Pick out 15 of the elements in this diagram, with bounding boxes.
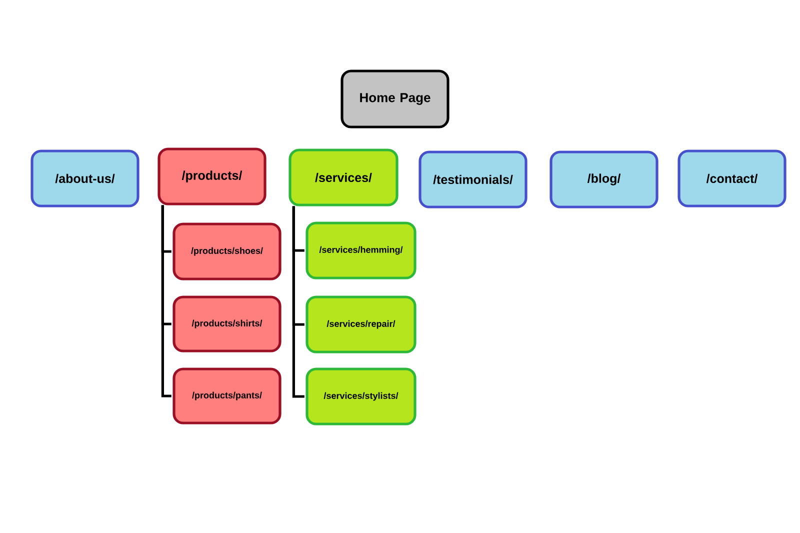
url-box: /services/hemming/ [306,222,416,280]
url-box: /about-us/ [30,150,140,208]
home-page-box: Home Page [340,70,450,128]
url-box: /products/shirts/ [172,296,282,352]
url-box: /blog/ [550,150,658,208]
url-box: /contact/ [678,150,786,208]
url-box: /services/stylists/ [306,368,416,426]
url-box: /products/pants/ [172,368,282,424]
url-box: /testimonials/ [418,150,528,208]
url-box: /products/ [158,148,266,206]
url-box: /services/ [288,148,398,206]
url-box: /products/shoes/ [172,222,282,280]
connector-line [292,206,304,398]
url-box: /services/repair/ [306,296,416,354]
connector-line [161,205,172,398]
